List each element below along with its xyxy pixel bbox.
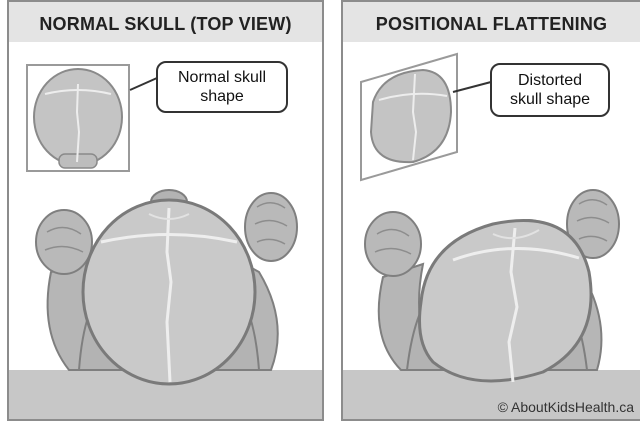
- callout-text: Distorted skull shape: [493, 71, 607, 109]
- callout-line: skull shape: [493, 90, 607, 109]
- callout-line: Distorted: [493, 71, 607, 90]
- callout-line: shape: [159, 87, 285, 106]
- large-skull-top-view: [83, 200, 255, 384]
- small-distorted-skull-icon: [371, 70, 451, 162]
- large-distorted-skull: [420, 220, 592, 382]
- flattened-skull-illustration: [343, 2, 640, 421]
- normal-skull-panel: NORMAL SKULL (TOP VIEW): [7, 0, 324, 421]
- left-fist-icon: [365, 212, 421, 276]
- normal-skull-illustration: [9, 2, 324, 421]
- callout-pointer: [130, 78, 157, 90]
- small-skull-icon: [34, 69, 122, 168]
- positional-flattening-panel: POSITIONAL FLATTENING: [341, 0, 640, 421]
- callout-text: Normal skull shape: [159, 68, 285, 106]
- callout-line: Normal skull: [159, 68, 285, 87]
- copyright-text: © AboutKidsHealth.ca: [498, 399, 634, 415]
- callout-pointer: [453, 82, 491, 92]
- left-fist-icon: [36, 210, 92, 274]
